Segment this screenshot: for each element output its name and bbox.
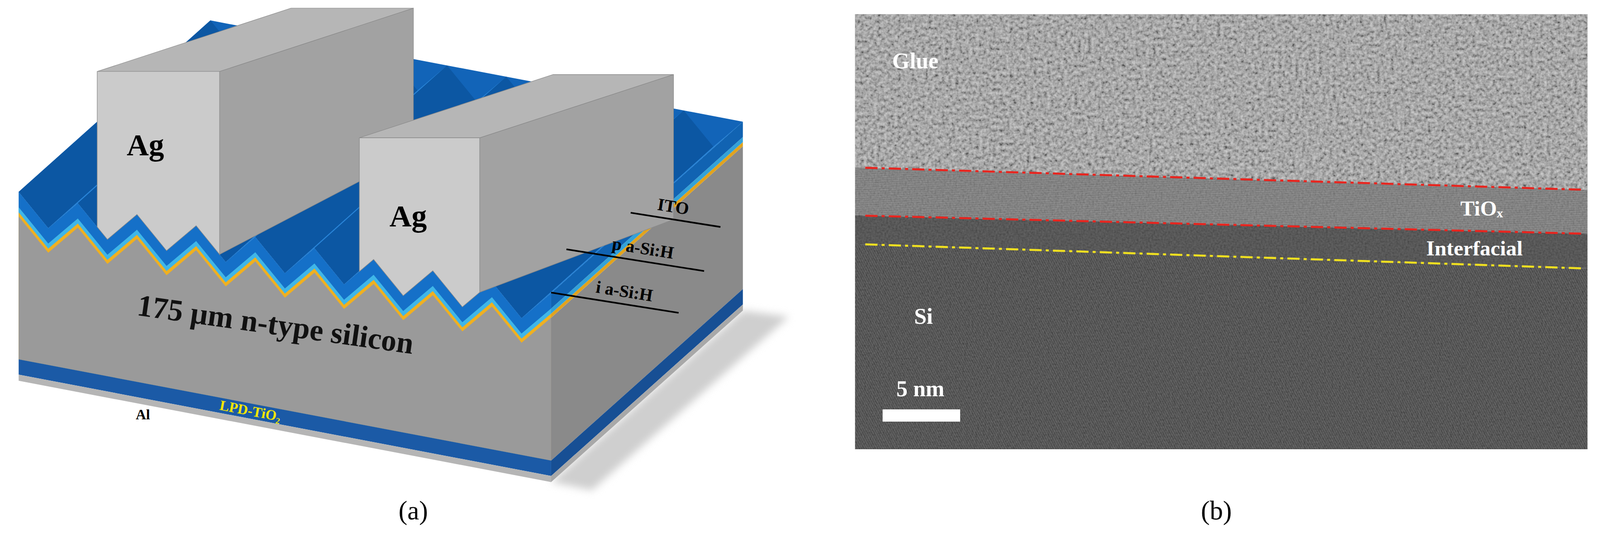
panel-caption: (a): [398, 495, 429, 525]
finger-top-face: [359, 74, 674, 139]
scale-label: 5 nm: [896, 376, 945, 402]
panel-caption: (b): [1200, 495, 1232, 525]
region-label: Interfacial: [1426, 236, 1523, 260]
electrode-finger: Ag: [96, 91, 194, 200]
finger-front-face: [97, 71, 220, 255]
tio2-layer-side: [551, 288, 743, 476]
al-layer-front: [18, 374, 552, 482]
solar-cell-schematic: [18, 8, 789, 490]
region-label: Glue: [892, 48, 939, 74]
boundary-line: [865, 167, 1581, 190]
finger-front-face: [359, 137, 480, 307]
scale-bar: [882, 409, 961, 422]
electrode-label: Ag: [389, 199, 428, 234]
finger-top-face: [97, 8, 414, 72]
glue-texture: [855, 14, 1588, 449]
tem-micrograph: [855, 14, 1588, 449]
electrode-finger: Ag: [359, 168, 458, 265]
layer-label: Al: [135, 406, 151, 423]
tio2-layer-front: [18, 359, 552, 476]
silicon-lattice: [855, 14, 1588, 449]
region-label: TiOₓ: [1460, 196, 1503, 220]
tiox-lattice: [855, 14, 1588, 449]
electrode-label: Ag: [126, 128, 165, 162]
al-layer-side: [551, 304, 743, 482]
region-label: Si: [914, 304, 933, 329]
image-grain: [855, 14, 1588, 449]
